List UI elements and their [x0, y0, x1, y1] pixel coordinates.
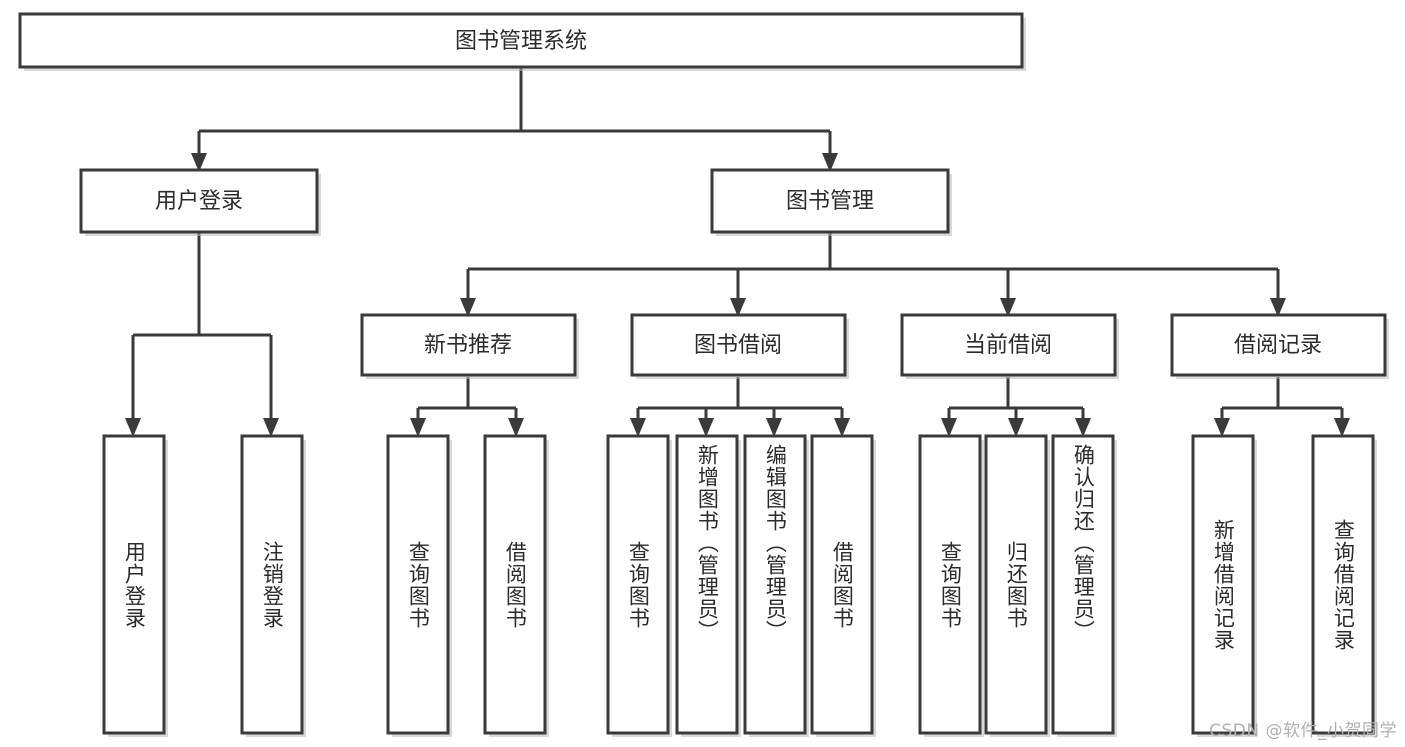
connector-layer — [125, 68, 1350, 437]
node-leaf-logout[interactable] — [240, 434, 304, 735]
arrowhead-to-leaf-borrow-book-2 — [834, 418, 850, 437]
arrowhead-to-leaf-logout — [263, 418, 279, 437]
label-book-borrow: 图书借阅 — [694, 333, 782, 358]
edge-current-borrow-to-bus — [947, 377, 1085, 424]
arrowhead-to-leaf-query-book-3 — [941, 418, 957, 437]
arrowhead-to-leaf-query-book-2 — [630, 418, 646, 437]
edge-book-borrow-to-bus — [636, 377, 844, 424]
box-layer — [18, 12, 1387, 735]
arrowhead-to-leaf-query-book-1 — [410, 418, 426, 437]
arrowhead-to-current-borrow — [1000, 298, 1016, 317]
node-book-manage[interactable] — [710, 168, 950, 234]
node-leaf-edit-book[interactable] — [743, 434, 807, 735]
node-leaf-borrow-book-1[interactable] — [483, 434, 547, 735]
node-leaf-add-record[interactable] — [1191, 434, 1255, 735]
arrowhead-to-leaf-borrow-book-1 — [508, 418, 524, 437]
node-new-book-rec[interactable] — [360, 313, 577, 377]
label-root: 图书管理系统 — [455, 29, 587, 54]
arrowhead-to-book-manage — [822, 153, 838, 172]
node-leaf-return-book[interactable] — [984, 434, 1048, 735]
edge-root-to-level2-bus — [197, 68, 832, 158]
label-current-borrow: 当前借阅 — [964, 333, 1052, 358]
node-leaf-user-login[interactable] — [102, 434, 166, 735]
node-book-borrow[interactable] — [630, 313, 847, 377]
arrowhead-to-leaf-query-record — [1334, 418, 1350, 437]
arrowhead-to-leaf-edit-book — [766, 418, 782, 437]
node-leaf-query-record[interactable] — [1311, 434, 1375, 735]
node-root[interactable] — [18, 12, 1024, 69]
arrowhead-to-leaf-return-book — [1008, 418, 1024, 437]
arrowhead-to-borrow-record — [1270, 298, 1286, 317]
label-borrow-record: 借阅记录 — [1234, 333, 1322, 358]
arrowhead-to-user-login — [191, 153, 207, 172]
arrowhead-to-leaf-add-record — [1214, 418, 1230, 437]
horizontal-label-layer: 图书管理系统 用户登录 图书管理 新书推荐 图书借阅 当前借阅 借阅记录 — [155, 29, 1322, 358]
edge-new-book-rec-to-bus — [416, 377, 518, 424]
node-leaf-query-book-3[interactable] — [918, 434, 982, 735]
node-user-login[interactable] — [79, 168, 319, 234]
node-leaf-query-book-1[interactable] — [386, 434, 450, 735]
node-leaf-confirm-return[interactable] — [1051, 434, 1115, 735]
node-current-borrow[interactable] — [900, 313, 1117, 377]
arrowhead-to-new-book-rec — [460, 298, 476, 317]
node-leaf-borrow-book-2[interactable] — [810, 434, 874, 735]
arrowhead-to-leaf-confirm-return — [1075, 418, 1091, 437]
node-leaf-query-book-2[interactable] — [606, 434, 670, 735]
label-user-login: 用户登录 — [155, 189, 243, 214]
node-borrow-record[interactable] — [1170, 313, 1387, 377]
edge-book-manage-to-bus — [466, 233, 1280, 304]
label-new-book-rec: 新书推荐 — [424, 333, 512, 358]
arrowhead-to-leaf-user-login — [125, 418, 141, 437]
node-leaf-add-book[interactable] — [675, 434, 739, 735]
label-book-manage: 图书管理 — [786, 189, 874, 214]
edge-user-login-to-bus — [131, 233, 273, 424]
arrowhead-to-book-borrow — [730, 298, 746, 317]
arrowhead-to-leaf-add-book — [698, 418, 714, 437]
edge-borrow-record-to-bus — [1220, 377, 1344, 424]
